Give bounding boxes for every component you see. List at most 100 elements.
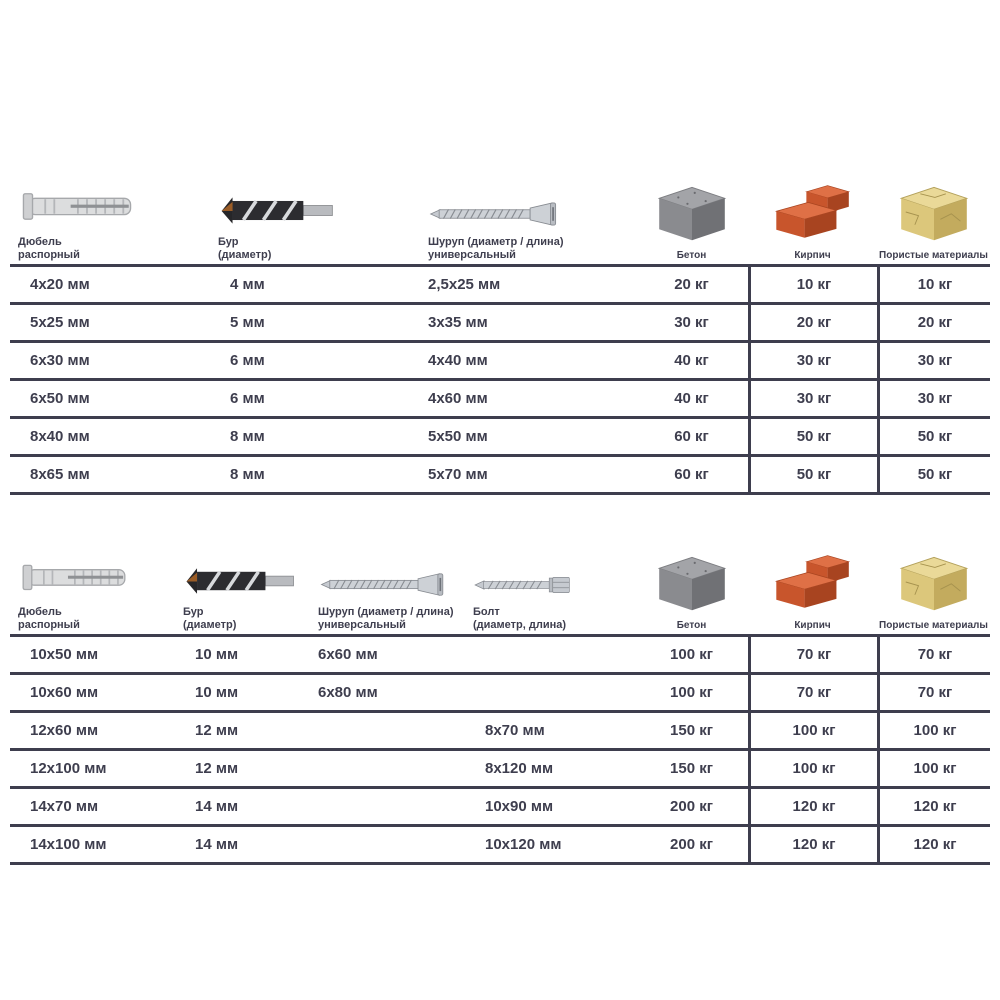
porous-block-icon: [893, 549, 975, 615]
concrete-block-icon: [651, 179, 733, 245]
column-header-screw: Шуруп (диаметр / длина) универсальный: [310, 568, 465, 632]
table-cell: 70 кг: [748, 675, 877, 710]
drill-bit-icon: [218, 189, 336, 231]
column-header-label: Дюбель распорный: [18, 605, 80, 631]
column-header-label: Бетон: [676, 250, 707, 261]
table-cell: 50 кг: [877, 419, 990, 454]
table-cell: 6 мм: [230, 390, 265, 407]
table-cell: 12 мм: [195, 722, 239, 739]
table-cell: 5x50 мм: [428, 428, 488, 445]
table-cell: 70 кг: [877, 675, 990, 710]
table-cell: 70 кг: [877, 637, 990, 672]
table-cell: [310, 789, 465, 824]
table-cell: 4x40 мм: [428, 352, 488, 369]
table-cell: 120 кг: [877, 827, 990, 862]
table-cell: 70 кг: [748, 637, 877, 672]
column-header-label: Шуруп (диаметр / длина) универсальный: [318, 605, 454, 631]
column-header-label: Шуруп (диаметр / длина) универсальный: [428, 235, 564, 261]
column-header-label: Кирпич: [794, 620, 831, 631]
table-cell: 30 кг: [877, 343, 990, 378]
screw-icon: [318, 568, 448, 601]
concrete-block-icon: [651, 549, 733, 615]
table-cell: 12x60 мм: [30, 722, 99, 739]
column-header-label: Кирпич: [794, 250, 831, 261]
table-cell: 5x25 мм: [30, 314, 90, 331]
table-cell: 5 мм: [230, 314, 265, 331]
table-cell: 100 кг: [877, 713, 990, 748]
column-header-porous: Пористые материалы: [877, 549, 990, 632]
screw-icon: [428, 197, 560, 231]
table-header: Дюбель распорный: [10, 168, 990, 264]
table-cell: 8x65 мм: [30, 466, 90, 483]
table-cell: 4 мм: [230, 276, 265, 293]
table-cell: 30 кг: [877, 381, 990, 416]
dowel-icon: [18, 552, 130, 601]
table-cell: 6x80 мм: [318, 684, 378, 701]
column-header-drill: Бур (диаметр): [210, 189, 420, 262]
dowel-icon: [18, 180, 136, 231]
table-cell: 150 кг: [670, 760, 713, 777]
table-cell: 10x120 мм: [485, 836, 562, 853]
table-cell: 14x100 мм: [30, 836, 107, 853]
column-header-dowel: Дюбель распорный: [10, 180, 210, 262]
table-cell: 60 кг: [674, 428, 709, 445]
table-cell: 8x70 мм: [485, 722, 545, 739]
column-header-label: Бетон: [676, 620, 707, 631]
table-cell: 4x20 мм: [30, 276, 90, 293]
table-cell: 100 кг: [670, 684, 713, 701]
table-cell: [310, 827, 465, 862]
table-cell: 10 мм: [195, 684, 239, 701]
table-cell: 50 кг: [877, 457, 990, 492]
porous-block-icon: [893, 179, 975, 245]
table-cell: 2,5x25 мм: [428, 276, 501, 293]
column-header-drill: Бур (диаметр): [175, 560, 310, 632]
table-cell: [465, 675, 635, 710]
table-cell: 30 кг: [748, 381, 877, 416]
table-cell: [310, 713, 465, 748]
lag-bolt-icon: [473, 569, 577, 601]
column-header-concrete: Бетон: [635, 179, 748, 262]
table-cell: 10x90 мм: [485, 798, 554, 815]
table-cell: 120 кг: [748, 789, 877, 824]
table-cell: 14x70 мм: [30, 798, 99, 815]
table-cell: 14 мм: [195, 798, 239, 815]
table-cell: 10x50 мм: [30, 646, 99, 663]
table-cell: 6x30 мм: [30, 352, 90, 369]
table-cell: 120 кг: [877, 789, 990, 824]
table-cell: 20 кг: [674, 276, 709, 293]
table-header: Дюбель распорный: [10, 538, 990, 634]
table-cell: [465, 637, 635, 672]
table-cell: 200 кг: [670, 798, 713, 815]
table-cell: 100 кг: [670, 646, 713, 663]
table-cell: 30 кг: [674, 314, 709, 331]
table-cell: 50 кг: [748, 419, 877, 454]
table-cell: 40 кг: [674, 390, 709, 407]
table-cell: 4x60 мм: [428, 390, 488, 407]
table-cell: 10 мм: [195, 646, 239, 663]
column-header-screw: Шуруп (диаметр / длина) универсальный: [420, 197, 635, 262]
table-cell: 6x60 мм: [318, 646, 378, 663]
brick-icon: [771, 551, 855, 615]
table-cell: 8x120 мм: [485, 760, 554, 777]
table-cell: 100 кг: [748, 713, 877, 748]
table-cell: 100 кг: [877, 751, 990, 786]
table-cell: [310, 751, 465, 786]
column-header-brick: Кирпич: [748, 181, 877, 262]
table-cell: 8 мм: [230, 428, 265, 445]
column-header-concrete: Бетон: [635, 549, 748, 632]
table-cell: 150 кг: [670, 722, 713, 739]
column-header-label: Болт (диаметр, длина): [473, 605, 567, 631]
table-cell: 40 кг: [674, 352, 709, 369]
table-cell: 6x50 мм: [30, 390, 90, 407]
